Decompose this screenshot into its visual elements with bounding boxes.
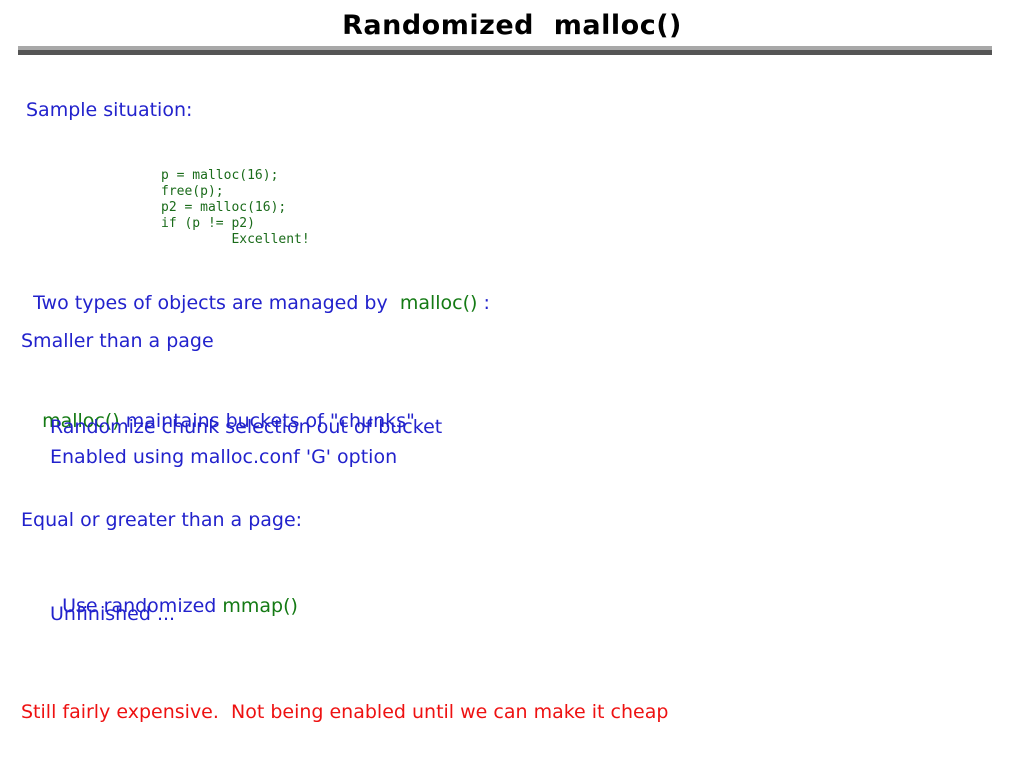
two-types-suffix: : xyxy=(477,292,490,314)
smaller-than-page-heading: Smaller than a page xyxy=(21,330,214,352)
divider-bottom-band xyxy=(18,50,992,55)
code-sample-block: p = malloc(16); free(p); p2 = malloc(16)… xyxy=(161,168,310,247)
buckets-code-malloc: malloc() xyxy=(42,410,120,432)
equal-or-greater-heading: Equal or greater than a page: xyxy=(21,509,303,531)
use-mmap-prefix: Use randomized xyxy=(62,595,223,617)
use-mmap-line: Use randomized mmap() xyxy=(50,573,298,617)
buckets-text: maintains buckets of "chunks" xyxy=(119,410,415,432)
buckets-line: malloc() maintains buckets of "chunks" xyxy=(30,388,415,432)
two-types-code-malloc: malloc() xyxy=(399,292,478,314)
sample-situation-heading: Sample situation: xyxy=(26,99,193,121)
unfinished-note: Unfinished ... xyxy=(50,603,176,625)
footer-note: Still fairly expensive. Not being enable… xyxy=(21,701,669,723)
two-types-line: Two types of objects are managed by mall… xyxy=(21,270,490,314)
use-mmap-code-mmap: mmap() xyxy=(222,595,298,617)
bullet-randomize-chunk: Randomize chunk selection out of bucket xyxy=(50,416,443,438)
title-divider xyxy=(18,46,992,55)
two-types-prefix: Two types of objects are managed by xyxy=(33,292,400,314)
bullet-enabled-mallocconf: Enabled using malloc.conf 'G' option xyxy=(50,446,398,468)
divider-top-band xyxy=(18,46,992,50)
page-title: Randomized malloc() xyxy=(342,10,682,41)
